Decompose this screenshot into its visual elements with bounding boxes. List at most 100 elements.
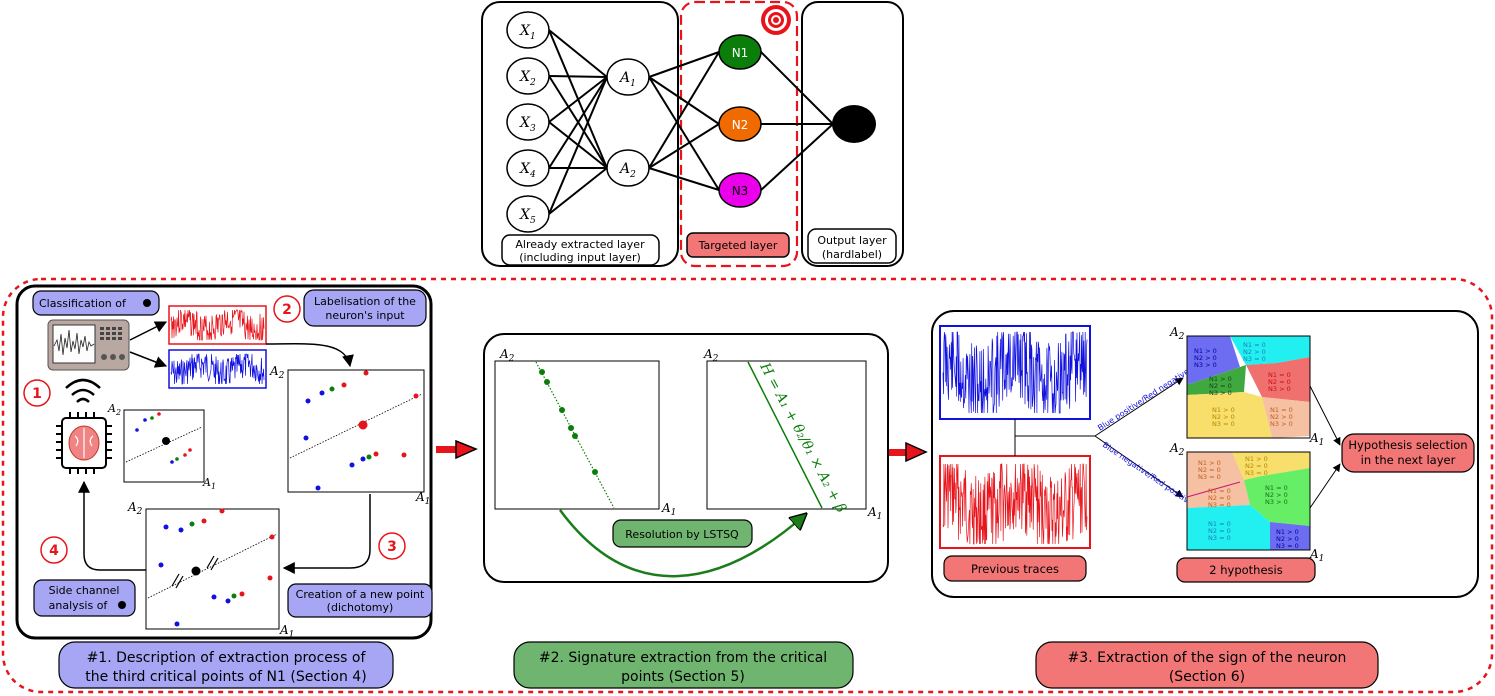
neuron-n2-label: N2	[732, 118, 749, 132]
previous-blue-trace	[942, 331, 1088, 414]
network-section: X1 X2 X3 X4 X5 A1	[481, 0, 904, 268]
svg-text:N3 > 0: N3 > 0	[1270, 420, 1293, 428]
svg-text:N1 = 0: N1 = 0	[1243, 341, 1266, 349]
scatter-point	[189, 521, 195, 527]
svg-text:A2: A2	[1169, 325, 1185, 342]
scatter-point	[157, 412, 161, 416]
svg-text:N1 > 0: N1 > 0	[1245, 455, 1268, 463]
panel-1: Classification of Labelisation of the ne…	[15, 284, 433, 689]
svg-text:A1: A1	[1309, 547, 1324, 564]
svg-text:N1 = 0: N1 = 0	[1208, 487, 1231, 495]
scatter-point	[572, 433, 578, 439]
svg-text:A2: A2	[703, 347, 719, 364]
scatter-point	[163, 524, 169, 530]
targeted-nodes: N1 N2 N3	[718, 34, 762, 208]
targeted-layer-label-box	[686, 232, 790, 258]
extracted-layer-label-2: (including input layer)	[519, 251, 641, 264]
scatter-point	[341, 382, 347, 388]
svg-text:A1: A1	[1309, 431, 1324, 448]
svg-text:N1 > 0: N1 > 0	[1276, 528, 1299, 536]
svg-text:N1 = 0: N1 = 0	[1270, 406, 1293, 414]
svg-text:X5: X5	[519, 207, 536, 226]
scatter-point	[401, 452, 407, 458]
output-layer-label-2: (hardlabel)	[822, 248, 882, 261]
network-edge	[648, 51, 720, 169]
svg-text:1: 1	[32, 386, 42, 402]
creation-label-box	[287, 583, 433, 618]
extracted-layer-label: Already extracted layer	[515, 238, 645, 251]
scatter-point	[143, 418, 147, 422]
svg-text:X4: X4	[519, 161, 536, 180]
previous-traces-label: Previous traces	[971, 562, 1059, 576]
targeted-layer-label: Targeted layer	[698, 239, 778, 252]
scatter-point	[269, 534, 275, 540]
svg-text:N2 > 0: N2 > 0	[1212, 413, 1235, 421]
two-hypothesis-label: 2 hypothesis	[1209, 563, 1282, 577]
network-edge	[548, 76, 608, 169]
scatter-point	[319, 390, 325, 396]
scatter-point	[231, 593, 237, 599]
caption-1: #1. Description of extraction process of	[87, 650, 367, 666]
svg-text:N1 = 0: N1 = 0	[1268, 371, 1291, 379]
svg-text:N2 > 0: N2 > 0	[1194, 354, 1217, 362]
svg-text:A1: A1	[415, 490, 430, 507]
dichotomy-plot: A2 A1	[127, 500, 294, 640]
svg-text:N3 > 0: N3 > 0	[1194, 361, 1217, 369]
svg-text:A1: A1	[661, 501, 676, 518]
network-edge	[548, 75, 608, 78]
svg-text:A2: A2	[269, 364, 285, 381]
classification-label: Classification of	[39, 297, 127, 310]
input-node-x3: X3	[506, 103, 550, 141]
scatter-point	[349, 462, 355, 468]
extracted-layer-label-box	[501, 234, 660, 266]
scatter-point	[267, 575, 273, 581]
previous-red-trace	[942, 463, 1088, 545]
svg-text:N2 > 0: N2 > 0	[1265, 491, 1288, 499]
scatter-point	[188, 448, 192, 452]
svg-text:X2: X2	[519, 69, 536, 88]
scatter-point	[170, 460, 174, 464]
selection-label-2: in the next layer	[1361, 453, 1456, 467]
caption-2-2: points (Section 5)	[621, 669, 745, 685]
scatter-point	[544, 379, 550, 385]
caption-3-box	[1035, 641, 1379, 689]
svg-text:N2 = 0: N2 = 0	[1209, 382, 1232, 390]
previous-traces-label-box	[943, 555, 1087, 582]
scatter-point	[239, 591, 245, 597]
svg-text:N3 > 0: N3 > 0	[1268, 385, 1291, 393]
scatter-point	[225, 598, 231, 604]
hypothesis-plot-2: A2 A1 N1 > 0N2 = 0N3 = 0 N1 > 0N2 = 0N3 …	[1169, 441, 1324, 564]
labelisation-label-box	[303, 289, 427, 327]
scatter-point	[201, 518, 207, 524]
network-edge	[760, 123, 834, 191]
neuron-n1-label: N1	[732, 46, 749, 60]
caption-1-2: the third critical points of N1 (Section…	[85, 669, 366, 685]
small-plot: A2 A1	[107, 402, 216, 491]
scatter-point	[135, 428, 139, 432]
scatter-point	[373, 451, 379, 457]
svg-text:N3 = 0: N3 = 0	[1212, 420, 1235, 428]
caption-3: #3. Extraction of the sign of the neuron	[1068, 650, 1347, 666]
panel-3: Blue positive/Red negative Blue negative…	[931, 310, 1479, 689]
svg-text:A2: A2	[499, 347, 515, 364]
side-channel-dot	[118, 601, 126, 609]
scatter-point	[363, 370, 369, 376]
svg-text:N2 = 0: N2 = 0	[1198, 466, 1221, 474]
selection-label-box	[1341, 433, 1475, 473]
oscilloscope-icon	[47, 319, 130, 371]
neuron-n3-label: N3	[732, 184, 749, 198]
scatter-point	[413, 393, 419, 399]
side-channel-label: Side channel	[49, 584, 120, 597]
svg-text:A1: A1	[202, 476, 216, 491]
network-edge	[648, 167, 720, 191]
labelisation-label: Labelisation of the	[314, 295, 416, 308]
flow-arrow-1-2	[436, 439, 478, 460]
svg-text:N3 = 0: N3 = 0	[1208, 534, 1231, 542]
caption-2: #2. Signature extraction from the critic…	[539, 650, 827, 666]
scatter-point	[162, 437, 170, 445]
arrow-to-chip	[78, 480, 146, 571]
caption-3-2: (Section 6)	[1169, 669, 1245, 685]
network-edges	[548, 29, 834, 215]
network-edge	[548, 76, 608, 215]
scatter-point	[183, 453, 187, 457]
